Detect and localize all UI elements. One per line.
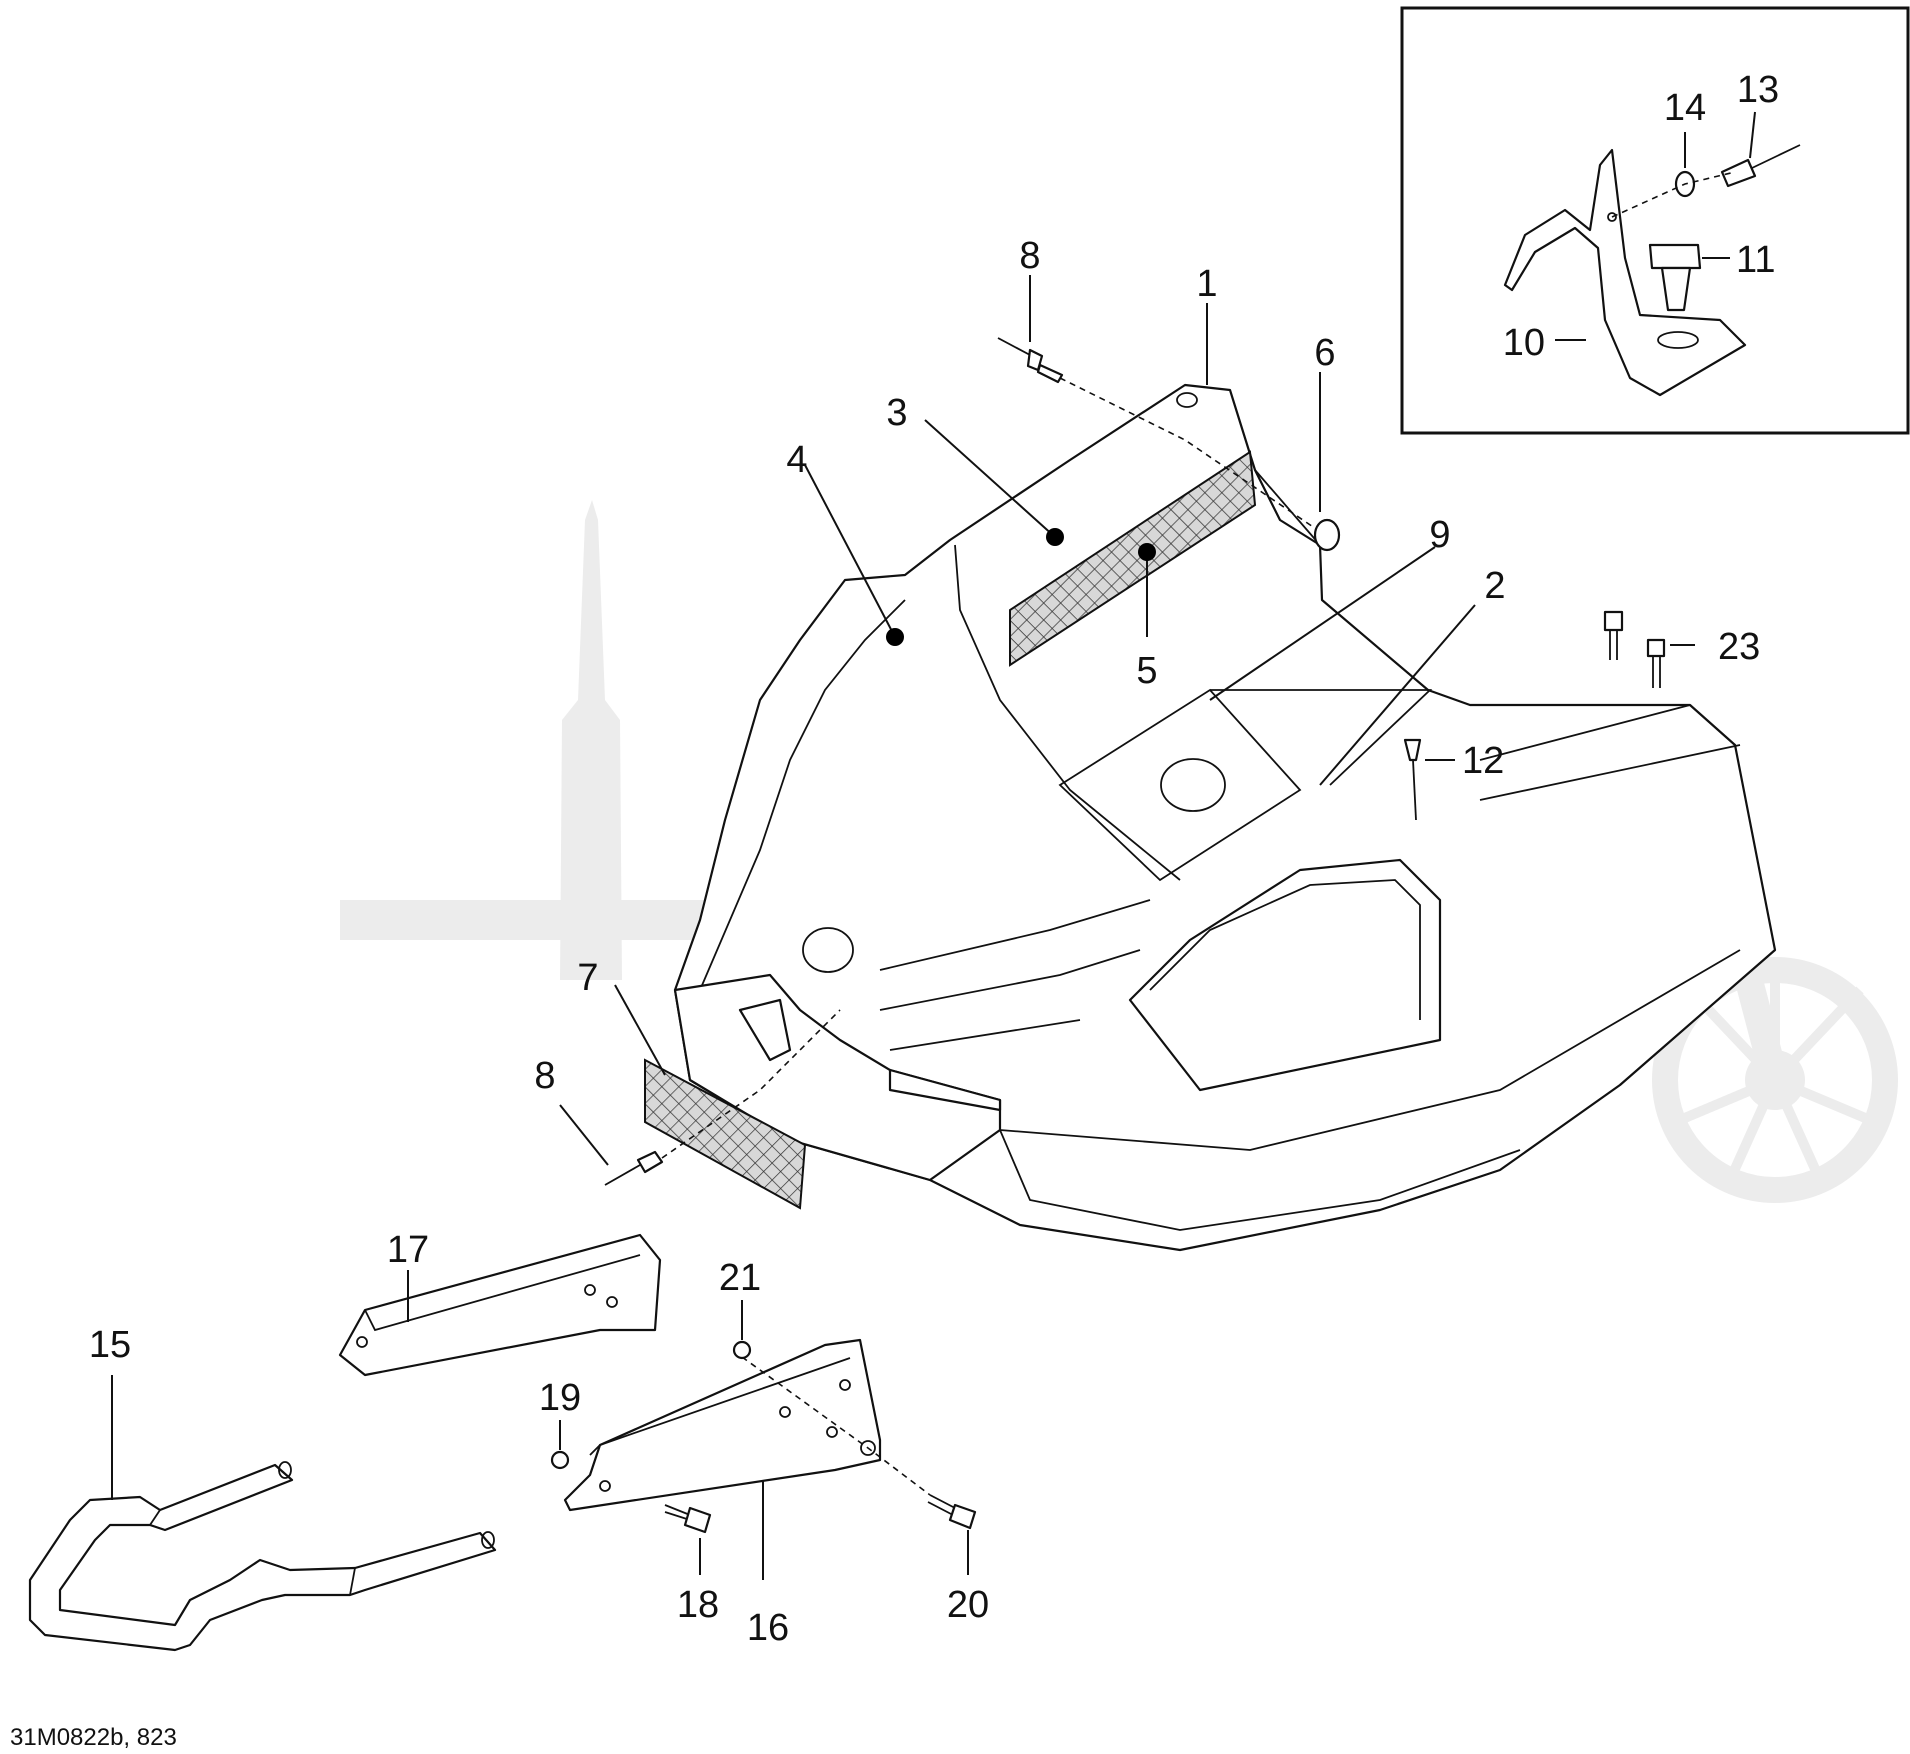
callout-9: 9 <box>1429 514 1450 556</box>
callout-10: 10 <box>1503 322 1545 364</box>
callout-4: 4 <box>786 439 807 481</box>
bracket-16 <box>563 1338 931 1512</box>
callout-21: 21 <box>719 1257 761 1299</box>
bolt-20 <box>927 1494 977 1530</box>
callout-6: 6 <box>1314 332 1335 374</box>
nut-19 <box>550 1450 570 1470</box>
nut-21 <box>732 1340 752 1360</box>
marker-dot-4 <box>886 628 904 646</box>
callout-15: 15 <box>89 1324 131 1366</box>
callout-labels: 8 1 6 3 4 9 2 5 23 12 14 13 11 10 7 8 17… <box>89 69 1779 1649</box>
leader-lines <box>111 275 1695 1580</box>
washer-6 <box>1313 518 1341 552</box>
bolt-18 <box>664 1504 712 1534</box>
callout-11: 11 <box>1736 239 1775 281</box>
callout-17: 17 <box>387 1229 429 1271</box>
marker-dot-5 <box>1138 543 1156 561</box>
callout-3: 3 <box>886 392 907 434</box>
callout-8-lower: 8 <box>534 1055 555 1097</box>
callout-8-top: 8 <box>1019 235 1040 277</box>
marker-dot-3 <box>1046 528 1064 546</box>
inset-detail-box <box>1400 6 1910 435</box>
callout-7: 7 <box>577 957 598 999</box>
callout-12: 12 <box>1462 740 1504 782</box>
bracket-17 <box>338 1233 662 1377</box>
callout-2: 2 <box>1484 565 1505 607</box>
bumper-15 <box>28 1461 497 1652</box>
callout-13: 13 <box>1737 69 1779 111</box>
callout-18: 18 <box>677 1584 719 1626</box>
hood-assembly <box>644 383 1777 1252</box>
drawing-code: 31M0822b, 823 <box>10 1724 177 1751</box>
callout-5: 5 <box>1136 650 1157 692</box>
callout-1: 1 <box>1196 263 1217 305</box>
callout-14: 14 <box>1664 87 1706 129</box>
rivet-8-lower <box>604 1009 841 1186</box>
screws-23 <box>1603 610 1666 688</box>
callout-16: 16 <box>747 1607 789 1649</box>
rivet-12 <box>1403 738 1422 821</box>
callout-19: 19 <box>539 1377 581 1419</box>
callout-23: 23 <box>1718 626 1760 668</box>
rivet-8-top <box>997 337 1326 536</box>
callout-20: 20 <box>947 1584 989 1626</box>
